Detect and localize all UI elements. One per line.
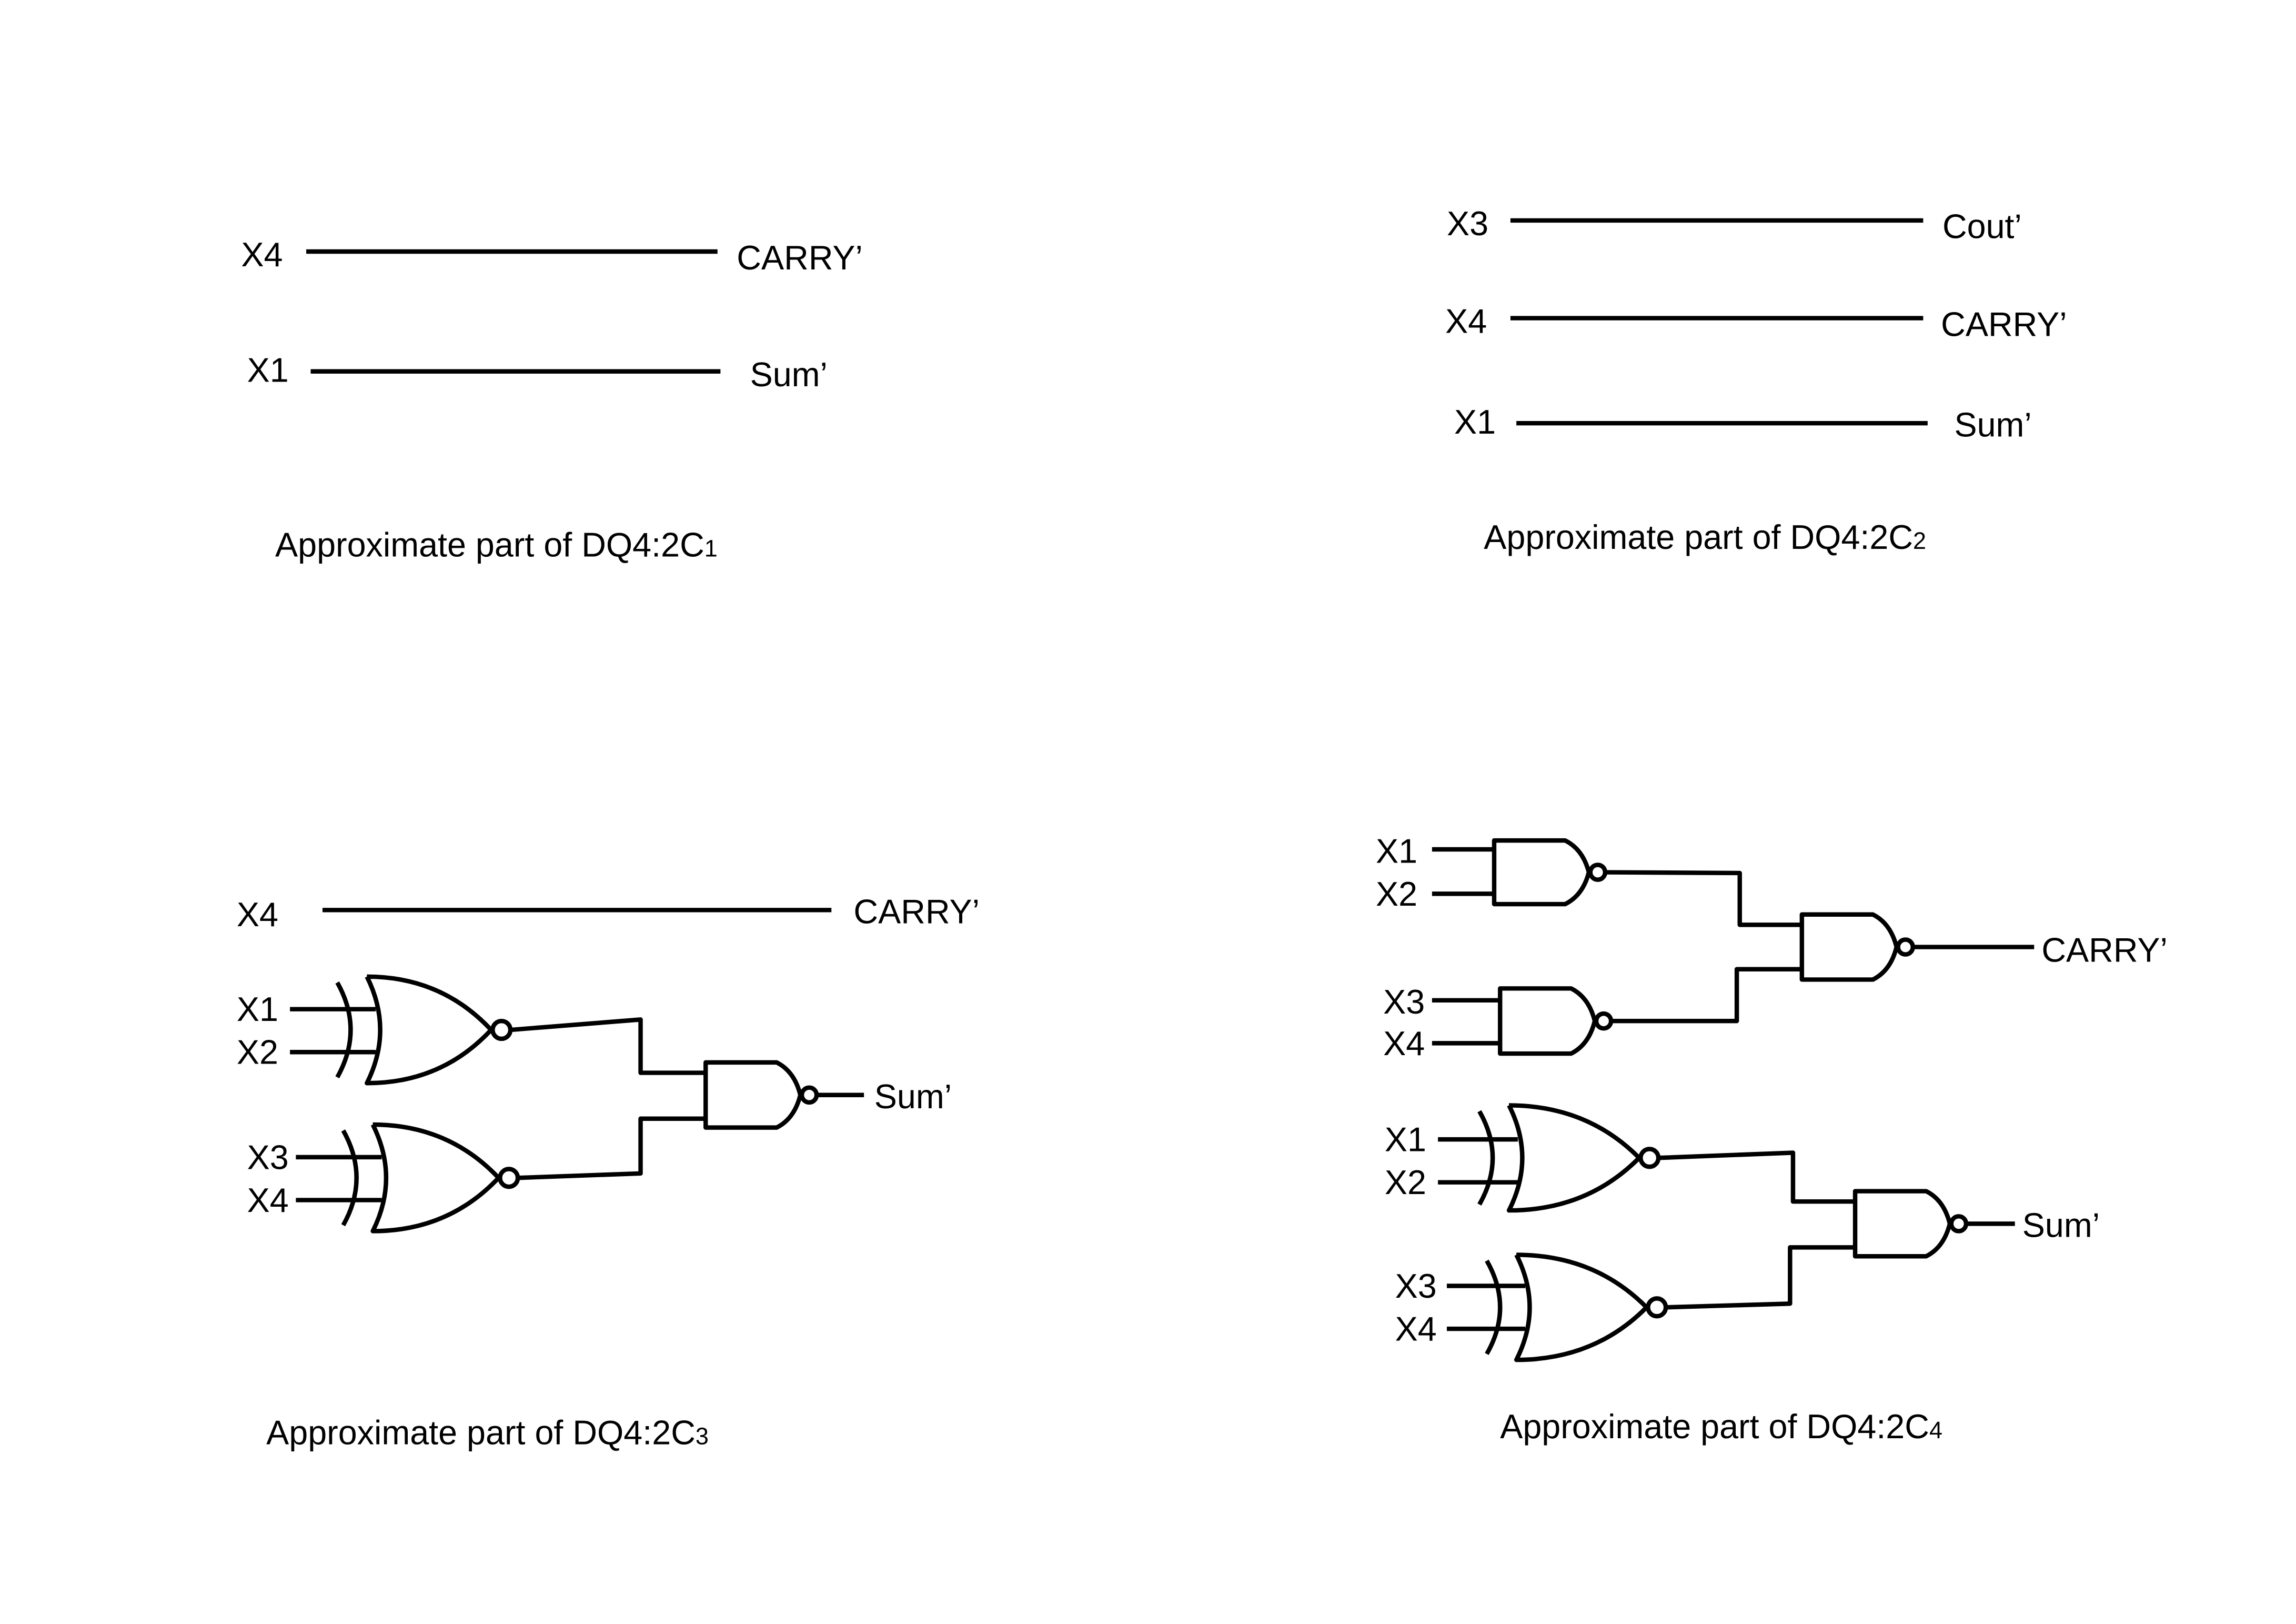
- inversion-bubble: [1896, 937, 1915, 957]
- wire-nand2-nand3: [1611, 967, 1802, 1024]
- xnor-body: [370, 1122, 501, 1234]
- panel-dq4-2c1: X4 CARRY’ X1 Sum’ Approximate part of DQ…: [241, 235, 862, 564]
- xnor-body: [1514, 1252, 1649, 1362]
- nand-gate: [1852, 1189, 1969, 1259]
- input-label-x1: X1: [247, 350, 289, 389]
- nand-body: [1852, 1189, 1952, 1259]
- nand-body: [1492, 838, 1592, 907]
- xnor-extra-arc: [341, 1129, 359, 1227]
- nand-gate: [703, 1060, 819, 1130]
- xnor-gate: [296, 1122, 520, 1234]
- caption: Approximate part of DQ4:2C2: [1484, 518, 1926, 556]
- input-label-x3: X3: [247, 1138, 289, 1176]
- nand-body: [1498, 986, 1597, 1056]
- output-label-sum: Sum’: [2022, 1206, 2100, 1245]
- caption: Approximate part of DQ4:2C4: [1500, 1407, 1942, 1446]
- input-label-x4: X4: [1445, 302, 1487, 340]
- caption: Approximate part of DQ4:2C1: [275, 525, 718, 564]
- inversion-bubble: [1588, 863, 1608, 882]
- wire-xnor2-nand: [518, 1116, 706, 1180]
- output-label-sum: Sum’: [750, 355, 828, 394]
- input-label-x2: X2: [1376, 875, 1417, 913]
- inversion-bubble: [490, 1018, 513, 1041]
- inversion-bubble: [1594, 1011, 1614, 1031]
- nand-body: [1799, 912, 1899, 982]
- xnor-extra-arc: [335, 981, 353, 1079]
- output-label-carry: CARRY’: [1941, 305, 2067, 343]
- xnor-gate: [1446, 1252, 1668, 1362]
- input-label-x3: X3: [1395, 1267, 1437, 1305]
- input-label-x3: X3: [1383, 983, 1425, 1021]
- output-label-cout: Cout’: [1942, 207, 2022, 246]
- output-label-carry: CARRY’: [737, 238, 863, 277]
- xnor-body: [365, 974, 494, 1086]
- nand-gate: [1432, 986, 1614, 1056]
- panel-dq4-2c3: X4 CARRY’ X1 X2 X3 X4 Sum’ Approximate p…: [237, 893, 980, 1452]
- panel-dq4-2c4: X1 X2 X3 X4 CARRY’ X1 X2 X3 X4 Sum’ Appr…: [1376, 831, 2168, 1446]
- output-label-sum: Sum’: [874, 1077, 952, 1116]
- caption: Approximate part of DQ4:2C3: [266, 1413, 709, 1451]
- input-label-x1: X1: [1376, 831, 1417, 870]
- inversion-bubble: [1638, 1147, 1661, 1169]
- inversion-bubble: [1949, 1214, 1969, 1234]
- input-label-x1: X1: [237, 990, 278, 1028]
- nand-body: [703, 1060, 803, 1130]
- nand-gate: [1799, 912, 1915, 982]
- input-label-x2: X2: [1385, 1163, 1426, 1201]
- input-label-x4: X4: [241, 235, 283, 274]
- inversion-bubble: [498, 1167, 520, 1189]
- xnor-extra-arc: [1485, 1259, 1503, 1355]
- xnor-extra-arc: [1477, 1110, 1495, 1206]
- input-label-x4: X4: [1383, 1024, 1425, 1062]
- input-label-x4: X4: [1395, 1310, 1437, 1348]
- inversion-bubble: [1646, 1296, 1668, 1319]
- panel-dq4-2c2: X3 Cout’ X4 CARRY’ X1 Sum’ Approximate p…: [1445, 204, 2067, 556]
- xnor-body: [1506, 1103, 1642, 1213]
- input-label-x1: X1: [1385, 1120, 1426, 1159]
- nand-gate: [1432, 838, 1608, 907]
- xnor-gate: [1438, 1103, 1661, 1213]
- input-label-x1: X1: [1454, 403, 1496, 441]
- output-label-sum: Sum’: [1954, 405, 2031, 444]
- output-label-carry: CARRY’: [853, 893, 980, 931]
- input-label-x4: X4: [237, 895, 278, 934]
- output-label-carry: CARRY’: [2041, 931, 2168, 969]
- inversion-bubble: [799, 1085, 819, 1105]
- input-label-x3: X3: [1447, 204, 1488, 243]
- input-label-x2: X2: [237, 1033, 278, 1071]
- wire-xnor1-nand: [1658, 1150, 1856, 1204]
- xnor-gate: [290, 974, 513, 1086]
- wire-xnor2-nand: [1666, 1245, 1856, 1310]
- wire-nand1-nand3: [1605, 870, 1802, 927]
- wire-xnor1-nand: [510, 1017, 706, 1075]
- input-label-x4: X4: [247, 1181, 289, 1219]
